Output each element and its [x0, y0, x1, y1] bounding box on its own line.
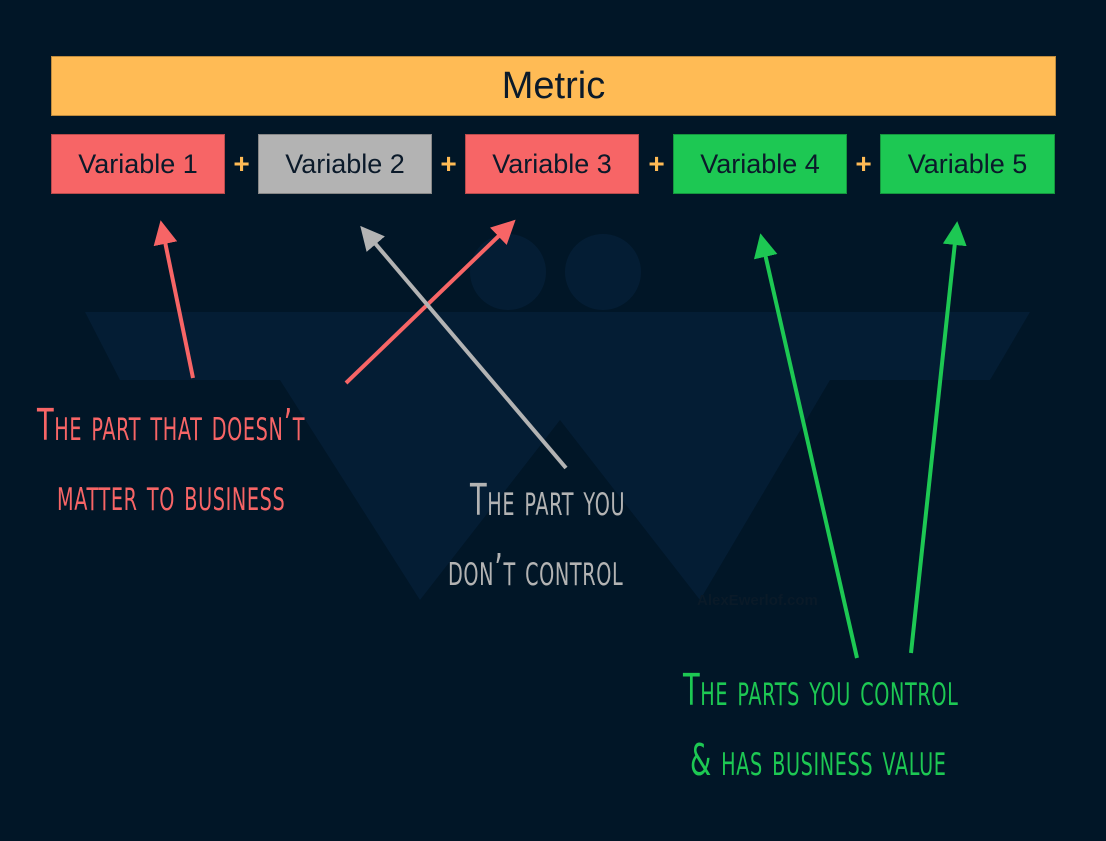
- arrow-to-variable-1: [153, 220, 195, 379]
- variable-2-box: Variable 2: [258, 134, 432, 194]
- variable-5-box: Variable 5: [880, 134, 1055, 194]
- annotation-control-value-line-2: & has business value: [690, 735, 947, 786]
- arrow-to-variable-2: [360, 225, 568, 470]
- arrow-to-variable-5: [909, 221, 967, 654]
- plus-sign: +: [233, 148, 250, 179]
- annotation-no-business-value-line-2: matter to business: [57, 470, 286, 521]
- annotation-no-control-line-1: The part you: [470, 475, 626, 526]
- annotation-control-value-line-1: The parts you control: [683, 665, 959, 716]
- metric-box: Metric: [51, 56, 1056, 116]
- watermark-text: AlexEwerlof.com: [697, 592, 818, 609]
- annotation-no-control-line-2: don’t control: [448, 545, 624, 596]
- variable-1-box: Variable 1: [51, 134, 225, 194]
- variable-4-box: Variable 4: [673, 134, 847, 194]
- plus-sign: +: [440, 148, 457, 179]
- plus-sign: +: [648, 148, 665, 179]
- annotation-no-business-value-line-1: The part that doesn’t: [37, 400, 306, 451]
- plus-sign: +: [855, 148, 872, 179]
- variable-3-box: Variable 3: [465, 134, 639, 194]
- arrow-to-variable-4: [753, 233, 859, 659]
